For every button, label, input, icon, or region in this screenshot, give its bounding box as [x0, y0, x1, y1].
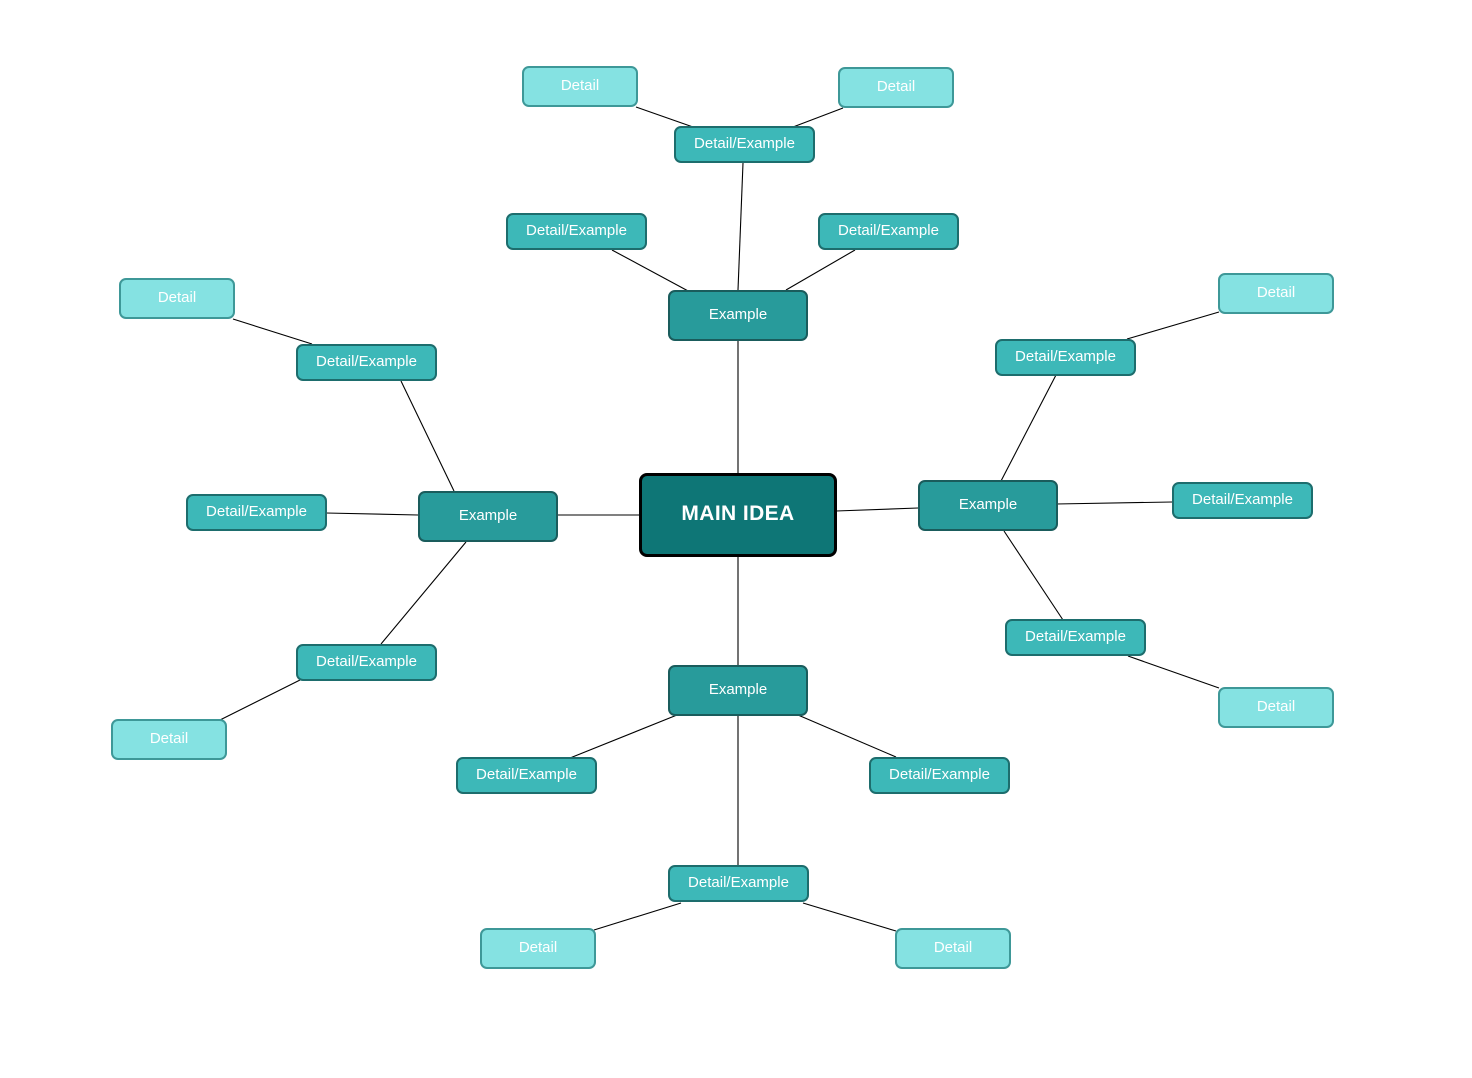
connector: [835, 507, 919, 512]
detail-example-label: Detail/Example: [688, 874, 789, 891]
connector: [802, 902, 897, 932]
detail-node[interactable]: Detail: [111, 719, 227, 760]
detail-example-node[interactable]: Detail/Example: [869, 757, 1010, 794]
detail-node[interactable]: Detail: [480, 928, 596, 969]
detail-example-node[interactable]: Detail/Example: [995, 339, 1136, 376]
detail-label: Detail: [933, 939, 973, 956]
detail-example-node[interactable]: Detail/Example: [296, 344, 437, 381]
detail-node[interactable]: Detail: [522, 66, 638, 107]
detail-example-label: Detail/Example: [206, 503, 307, 520]
connector: [1003, 530, 1064, 621]
detail-example-node[interactable]: Detail/Example: [506, 213, 647, 250]
connector: [380, 541, 467, 645]
connector: [792, 107, 844, 128]
connector: [1000, 374, 1057, 482]
detail-example-label: Detail/Example: [1192, 491, 1293, 508]
connector: [232, 318, 313, 345]
connector: [1126, 311, 1220, 340]
connector: [785, 249, 856, 291]
detail-node[interactable]: Detail: [1218, 273, 1334, 314]
detail-example-label: Detail/Example: [889, 766, 990, 783]
example-label: Example: [958, 496, 1018, 513]
connector: [569, 714, 678, 759]
detail-label: Detail: [1256, 698, 1296, 715]
detail-example-node[interactable]: Detail/Example: [668, 865, 809, 902]
example-node-bottom[interactable]: Example: [668, 665, 808, 716]
connector: [325, 512, 419, 516]
connector: [611, 249, 691, 293]
connector: [1055, 501, 1173, 505]
main-idea-node[interactable]: MAIN IDEA: [639, 473, 837, 557]
detail-example-label: Detail/Example: [316, 653, 417, 670]
detail-node[interactable]: Detail: [895, 928, 1011, 969]
detail-node[interactable]: Detail: [1218, 687, 1334, 728]
detail-example-node[interactable]: Detail/Example: [456, 757, 597, 794]
example-label: Example: [458, 507, 518, 524]
detail-example-label: Detail/Example: [316, 353, 417, 370]
detail-label: Detail: [157, 289, 197, 306]
connector: [1127, 655, 1220, 689]
connector: [219, 679, 301, 721]
detail-example-label: Detail/Example: [838, 222, 939, 239]
detail-label: Detail: [560, 77, 600, 94]
detail-example-node[interactable]: Detail/Example: [1005, 619, 1146, 656]
connector: [635, 106, 694, 128]
connector: [737, 162, 744, 291]
detail-label: Detail: [1256, 284, 1296, 301]
detail-node[interactable]: Detail: [838, 67, 954, 108]
example-node-right[interactable]: Example: [918, 480, 1058, 531]
detail-node[interactable]: Detail: [119, 278, 235, 319]
connector: [797, 714, 897, 758]
example-label: Example: [708, 306, 768, 323]
detail-example-label: Detail/Example: [1015, 348, 1116, 365]
example-node-left[interactable]: Example: [418, 491, 558, 542]
example-label: Example: [708, 681, 768, 698]
detail-label: Detail: [876, 78, 916, 95]
detail-example-label: Detail/Example: [526, 222, 627, 239]
example-node-top[interactable]: Example: [668, 290, 808, 341]
detail-example-label: Detail/Example: [694, 135, 795, 152]
detail-label: Detail: [149, 730, 189, 747]
main-idea-label: MAIN IDEA: [681, 502, 795, 525]
detail-example-label: Detail/Example: [1025, 628, 1126, 645]
detail-example-node[interactable]: Detail/Example: [296, 644, 437, 681]
detail-label: Detail: [518, 939, 558, 956]
connector: [593, 902, 682, 931]
detail-example-label: Detail/Example: [476, 766, 577, 783]
detail-example-node[interactable]: Detail/Example: [674, 126, 815, 163]
connector: [400, 380, 455, 492]
detail-example-node[interactable]: Detail/Example: [186, 494, 327, 531]
detail-example-node[interactable]: Detail/Example: [1172, 482, 1313, 519]
detail-example-node[interactable]: Detail/Example: [818, 213, 959, 250]
